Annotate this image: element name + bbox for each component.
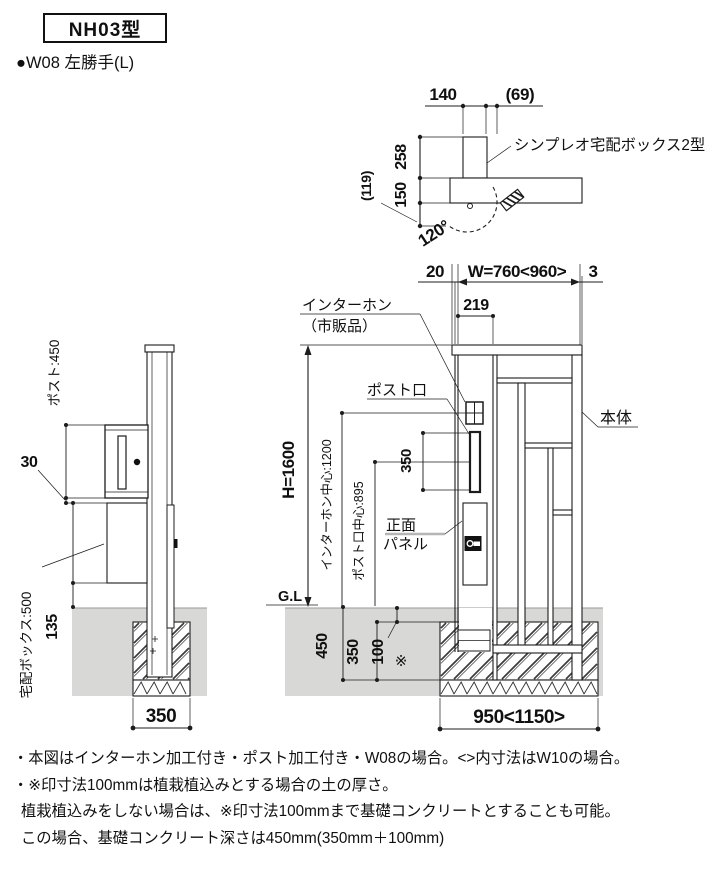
- dim-950: 950<1150>: [473, 707, 565, 728]
- frame-rail-mid: [524, 442, 573, 449]
- panel-knob: [174, 539, 178, 548]
- front-view-dims: H=1600 インターホン中心:1200 ポスト口中心:895 350 インター…: [266, 297, 638, 732]
- dim-100-soil: 100: [370, 639, 387, 665]
- model-title: NH03型: [68, 19, 142, 41]
- dim-interphone-center: インターホン中心:1200: [319, 439, 334, 570]
- dim-140: 140: [429, 85, 456, 104]
- frame-member-b: [547, 447, 554, 653]
- post-box-slot: [117, 435, 127, 490]
- dim-258: 258: [393, 144, 410, 170]
- dim-post-center: ポスト口中心:895: [351, 481, 366, 580]
- dim-450: 450: [314, 633, 331, 659]
- front-panel-label-line1: 正面: [386, 517, 416, 534]
- footnote-line: ・本図はインターホン加工付き・ポスト加工付き・W08の場合。<>内寸法はW10の…: [13, 750, 630, 767]
- dim-69: (69): [506, 85, 535, 104]
- footnote-line: 植栽植込みをしない場合は、※印寸法100mmまで基礎コンクリートとすることも可能…: [21, 803, 620, 820]
- dim-150: 150: [393, 182, 410, 208]
- front-view: 20 W=760<960> 3 219: [418, 262, 603, 681]
- dim-219: 219: [463, 297, 489, 314]
- body-label: 本体: [600, 409, 632, 427]
- interphone-label-line2: （市販品）: [302, 318, 377, 335]
- dim-135: 135: [44, 614, 61, 640]
- footnotes: ・本図はインターホン加工付き・ポスト加工付き・W08の場合。<>内寸法はW10の…: [13, 746, 715, 852]
- side-view-dims: ポスト:450 30 宅配ボックス:500 135 350: [19, 340, 193, 731]
- delivery-box-label: シンプレオ宅配ボックス2型: [514, 137, 705, 154]
- frame-rail-small: [552, 509, 573, 516]
- gl-label: G.L: [278, 589, 302, 605]
- interphone-label-line1: インターホン: [302, 297, 392, 314]
- dim-box-500: 宅配ボックス:500: [19, 592, 34, 699]
- dim-door-angle: 120°: [415, 216, 454, 251]
- door-handle: [499, 188, 525, 212]
- model-title-box: NH03型: [43, 13, 167, 43]
- dim-3: 3: [588, 262, 597, 281]
- footnote-line: ・※印寸法100mmは植栽植込みとする場合の土の厚さ。: [13, 776, 398, 794]
- top-view: 140 (69) 258 150 (119) 120° シンプレオ宅配ボックス2…: [358, 85, 705, 250]
- front-panel-label-line2: パネル: [383, 536, 428, 553]
- pole-cap: [144, 344, 175, 353]
- dim-350-concrete: 350: [345, 639, 362, 665]
- post-mouth-label: ポスト口: [367, 382, 427, 399]
- post-slot: [468, 430, 482, 494]
- asterisk-mark: ※: [395, 653, 408, 670]
- ground-side: [72, 607, 207, 697]
- gravel-side: [132, 679, 191, 697]
- frame-left-post: [492, 354, 498, 681]
- frame-right-post: [571, 354, 583, 681]
- panel-side: [166, 504, 175, 629]
- post-box-knob: [133, 458, 141, 466]
- dim-slot-350: 350: [398, 449, 415, 473]
- delivery-box-plan: [462, 136, 488, 179]
- variant-subtitle: ●W08 左勝手(L): [16, 54, 135, 72]
- dim-width: W=760<960>: [468, 262, 567, 281]
- dim-20: 20: [426, 262, 444, 281]
- frame-rail-top: [496, 377, 573, 384]
- frame-member-a: [517, 382, 526, 653]
- dimension-drawing: 140 (69) 258 150 (119) 120° シンプレオ宅配ボックス2…: [19, 85, 705, 732]
- frame-rail-foundation: [492, 644, 583, 654]
- dim-height: H=1600: [279, 441, 298, 499]
- dim-post-450: ポスト:450: [47, 340, 62, 407]
- dim-30: 30: [21, 454, 38, 471]
- top-cap: [451, 344, 583, 356]
- dim-119: (119): [358, 171, 374, 201]
- side-view: [104, 344, 178, 678]
- footnote-line: この場合、基礎コンクリート深さは450mm(350mm＋100mm): [21, 829, 445, 847]
- delivery-box-side: [106, 502, 148, 584]
- dim-350-side: 350: [146, 706, 177, 727]
